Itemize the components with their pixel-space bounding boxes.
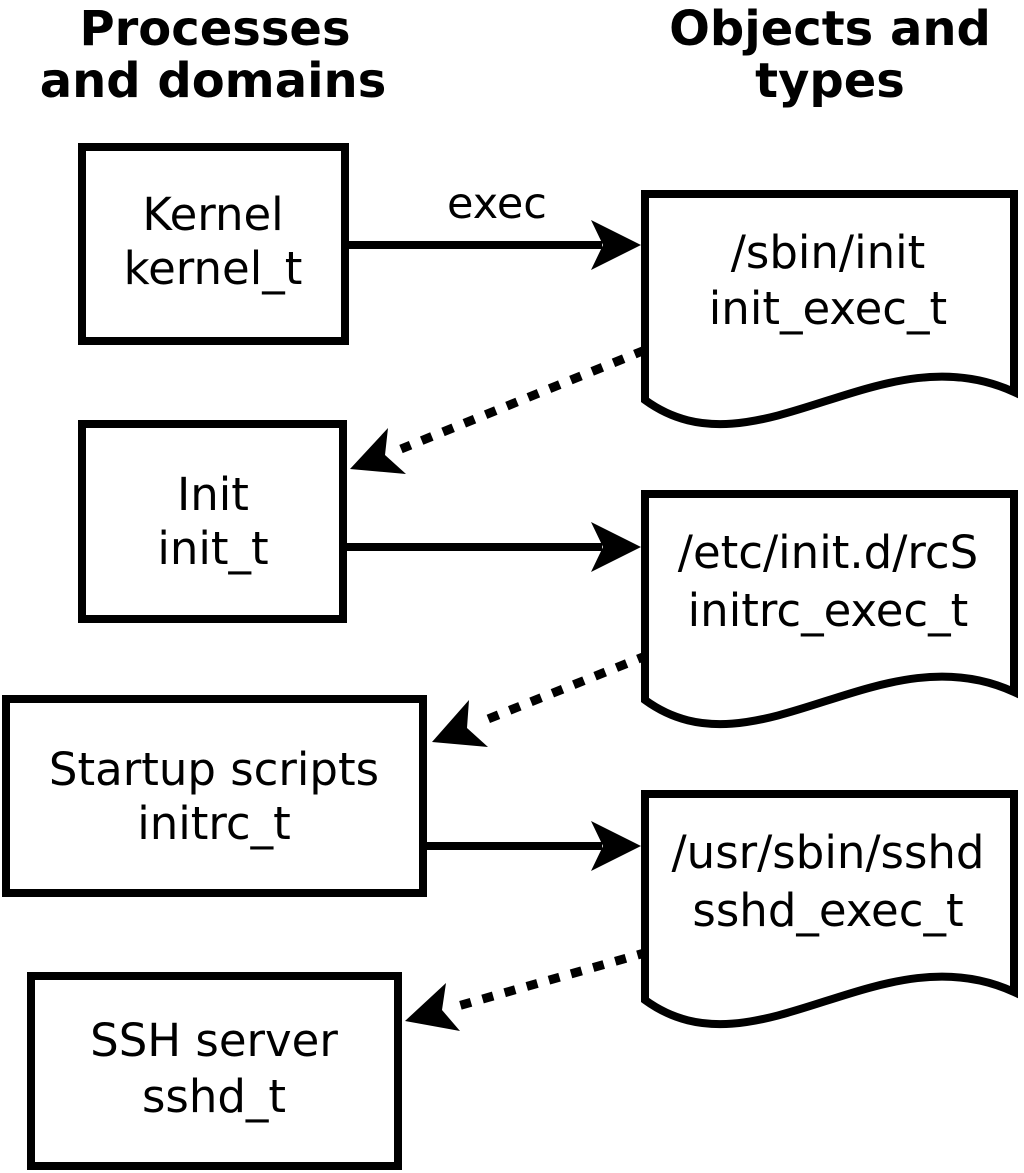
column-header-objects-line1: Objects and — [669, 1, 991, 57]
column-header-processes-line1: Processes — [79, 1, 350, 57]
arrowhead-right-icon — [591, 522, 641, 572]
document-shape — [641, 490, 1018, 729]
arrowhead-downleft-icon — [432, 700, 488, 747]
column-header-processes-line2: and domains — [40, 53, 387, 109]
process-box-rect — [2, 695, 427, 897]
transition-arrow-line — [456, 947, 650, 1011]
document-shape — [641, 790, 1018, 1029]
transition-arrow-line — [481, 650, 650, 726]
column-header-objects-line2: types — [755, 53, 905, 109]
process-domain: init_t — [157, 522, 268, 575]
process-box-rect — [78, 420, 347, 623]
arrowhead-right-icon — [591, 821, 641, 871]
exec-label: exec — [447, 179, 547, 229]
process-domain: sshd_t — [142, 1070, 286, 1123]
process-box-init: Init init_t — [78, 420, 347, 623]
process-box-rect — [78, 143, 349, 345]
process-name: Init — [177, 468, 249, 521]
transition-arrow-sshd-to-sshserver — [405, 947, 650, 1031]
transition-arrow-line — [399, 345, 647, 454]
object-type: initrc_exec_t — [688, 584, 969, 637]
object-type: init_exec_t — [709, 282, 947, 335]
document-shape — [641, 190, 1018, 429]
object-type: sshd_exec_t — [692, 884, 963, 937]
process-name: SSH server — [90, 1014, 338, 1067]
exec-arrow-initrc-to-sshd — [423, 821, 641, 871]
transition-arrow-rcS-to-initrc — [432, 650, 650, 747]
process-domain: kernel_t — [124, 242, 303, 295]
object-path: /sbin/init — [731, 226, 926, 279]
arrowhead-right-icon — [591, 220, 641, 270]
exec-arrow-kernel-to-sbininit: exec — [345, 179, 641, 270]
object-path: /etc/init.d/rcS — [678, 526, 978, 579]
column-header-processes: Processes and domains — [40, 1, 387, 109]
process-box-ssh-server: SSH server sshd_t — [27, 972, 402, 1170]
arrowhead-downleft-icon — [350, 428, 406, 474]
process-name: Startup scripts — [49, 743, 379, 796]
object-doc-usr-sbin-sshd: /usr/sbin/sshd sshd_exec_t — [641, 790, 1018, 1029]
process-box-startup-scripts: Startup scripts initrc_t — [2, 695, 427, 897]
process-box-rect — [27, 972, 402, 1170]
object-path: /usr/sbin/sshd — [672, 826, 985, 879]
object-doc-etc-initd-rcS: /etc/init.d/rcS initrc_exec_t — [641, 490, 1018, 729]
process-box-kernel: Kernel kernel_t — [78, 143, 349, 345]
process-domain: initrc_t — [137, 797, 291, 850]
object-doc-sbin-init: /sbin/init init_exec_t — [641, 190, 1018, 429]
process-name: Kernel — [142, 188, 283, 241]
column-header-objects: Objects and types — [669, 1, 991, 109]
transition-arrow-sbininit-to-init — [350, 345, 647, 474]
exec-arrow-init-to-rcS — [343, 522, 641, 572]
arrowhead-downleft-icon — [405, 983, 460, 1031]
